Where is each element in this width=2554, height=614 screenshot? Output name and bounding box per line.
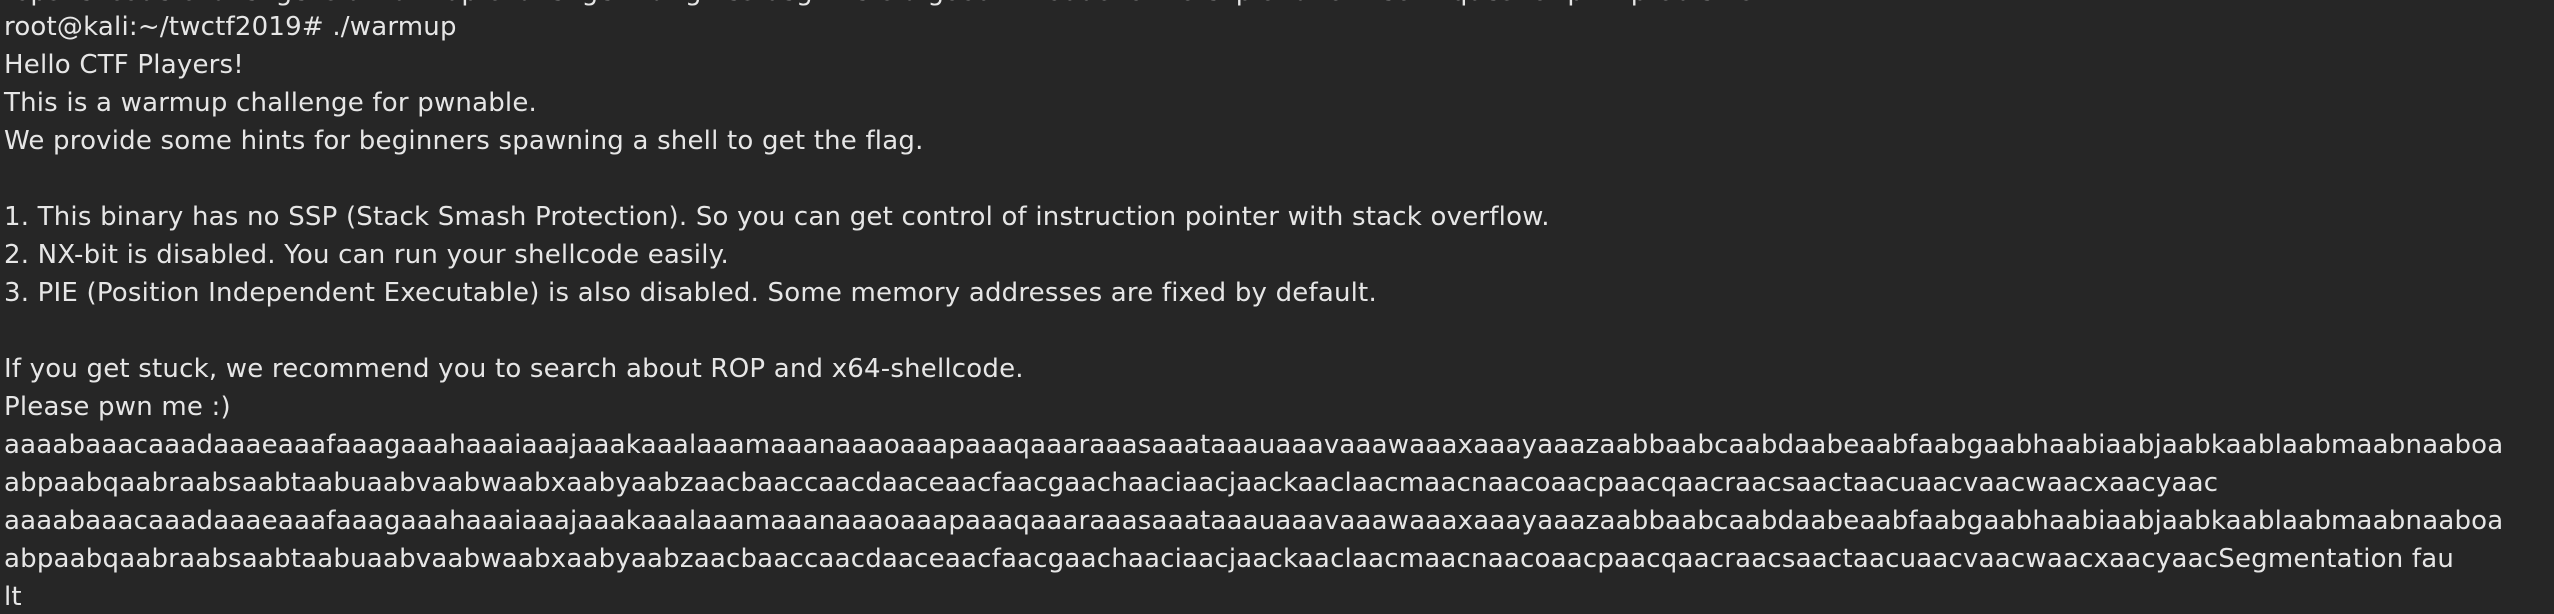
terminal-cutoff-line: ropshellcode challenge is a warmup chall…: [4, 0, 1762, 10]
terminal-input-echo-line: aaaabaaacaaadaaaeaaafaaagaaahaaaiaaajaaa…: [4, 506, 2504, 536]
terminal-output-line: This is a warmup challenge for pwnable.: [4, 88, 538, 118]
terminal-output-line: We provide some hints for beginners spaw…: [4, 126, 924, 156]
terminal-input-echo-line: aaaabaaacaaadaaaeaaafaaagaaahaaaiaaajaaa…: [4, 430, 2504, 460]
terminal-prompt-line: root@kali:~/twctf2019# ./warmup: [4, 12, 457, 42]
terminal-output-line: If you get stuck, we recommend you to se…: [4, 354, 1024, 384]
terminal-output-line: Please pwn me :): [4, 392, 231, 422]
terminal-output-line: 1. This binary has no SSP (Stack Smash P…: [4, 202, 1550, 232]
terminal-output-line: 3. PIE (Position Independent Executable)…: [4, 278, 1377, 308]
terminal-output-line: Hello CTF Players!: [4, 50, 244, 80]
terminal-input-echo-line: abpaabqaabraabsaabtaabuaabvaabwaabxaabya…: [4, 468, 2219, 498]
terminal-output-line: 2. NX-bit is disabled. You can run your …: [4, 240, 729, 270]
terminal-input-echo-line: lt: [4, 582, 22, 612]
terminal-input-echo-line: abpaabqaabraabsaabtaabuaabvaabwaabxaabya…: [4, 544, 2455, 574]
